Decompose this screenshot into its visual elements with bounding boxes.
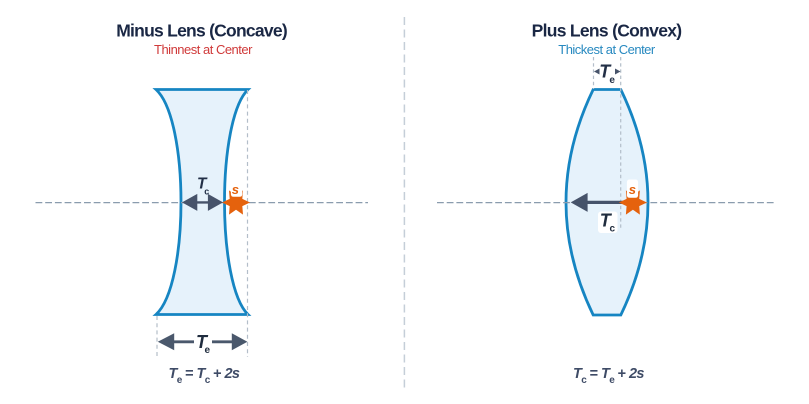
svg-text:c: c (204, 187, 209, 197)
svg-text:T: T (600, 211, 613, 231)
svg-text:T: T (197, 175, 208, 192)
svg-text:T: T (599, 62, 612, 82)
svg-text:s: s (232, 182, 239, 197)
svg-text:c: c (610, 224, 616, 235)
svg-text:Te = Tc + 2s: Te = Tc + 2s (169, 366, 240, 386)
svg-text:s: s (629, 182, 636, 197)
svg-text:e: e (609, 75, 615, 86)
svg-text:Tc = Te + 2s: Tc = Te + 2s (573, 366, 644, 386)
svg-text:T: T (196, 332, 209, 352)
svg-text:Plus Lens (Convex): Plus Lens (Convex) (532, 20, 682, 40)
svg-text:Thinnest at Center: Thinnest at Center (154, 42, 253, 57)
svg-text:e: e (205, 345, 211, 356)
svg-text:Thickest at Center: Thickest at Center (558, 42, 656, 57)
svg-text:Minus Lens (Concave): Minus Lens (Concave) (116, 20, 287, 40)
